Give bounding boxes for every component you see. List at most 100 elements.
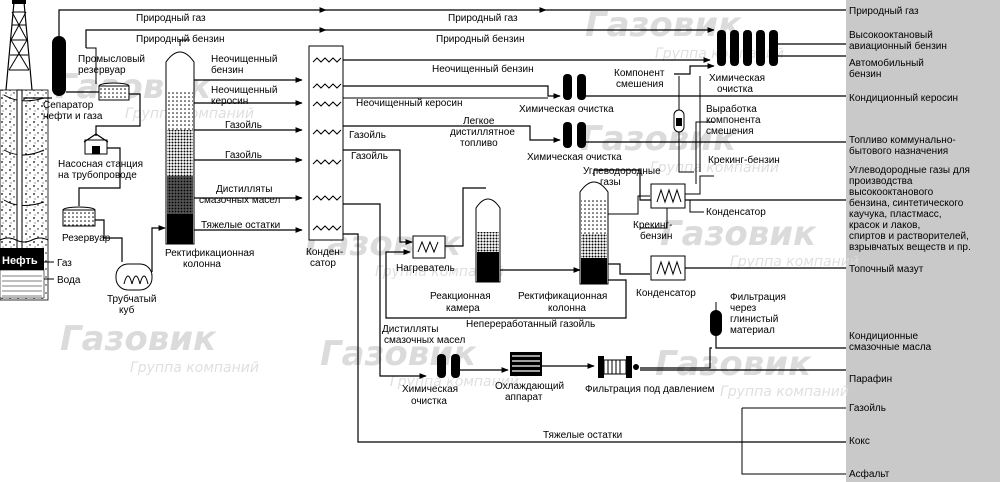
- product-aviation-gasoline-2: авиационный бензин: [849, 40, 947, 52]
- tube-still: [115, 263, 153, 291]
- cooler: [510, 352, 542, 376]
- product-hydrocarbon-gases-2: производства: [849, 176, 913, 187]
- product-fuel-oil: Топочный мазут: [849, 264, 924, 275]
- stream-lube-distillates-a-2: смазочных масел: [199, 195, 281, 206]
- product-hydrocarbon-gases-5: каучука, пластмасс,: [849, 209, 942, 220]
- blend-production-label-1: Выработка: [706, 103, 757, 115]
- product-asphalt: Асфальт: [849, 468, 890, 480]
- pump-station-label-1: Насосная станция: [58, 159, 143, 170]
- rectification-column: [165, 51, 195, 245]
- watermark-sub: Группа компаний: [375, 264, 504, 280]
- field-tank-label-1: Промысловый: [78, 54, 145, 65]
- chem-purification-2-label: Химическая очистка: [527, 152, 622, 163]
- product-motor-gasoline-1: Автомобильный: [849, 57, 924, 69]
- clay-filter-vessel: [710, 310, 722, 336]
- clay-filter-label-2: через: [730, 303, 757, 314]
- cooler-label-1: Охлаждающий: [495, 381, 564, 392]
- watermark-brand: Газовик: [580, 119, 737, 159]
- stream-lube-distillates-b-1: Дистилляты: [382, 324, 438, 335]
- separator-label-2: нефти и газа: [43, 110, 103, 122]
- watermark-sub: Группа компаний: [130, 360, 259, 376]
- pump-station-label-2: на трубопроводе: [58, 169, 137, 181]
- stream-lube-distillates-b-2: смазочных масел: [384, 335, 466, 346]
- main-condenser-label-2: сатор: [310, 258, 336, 269]
- stream-raw-gasoline-a-2: бензин: [211, 64, 243, 76]
- rectification-column-2: [579, 181, 609, 285]
- water-label: Вода: [57, 275, 81, 286]
- blend-production-label-2: компонента: [706, 115, 761, 126]
- product-kerosene: Кондиционный керосин: [849, 93, 958, 104]
- hydrocarbon-gases-label-2: газы: [600, 177, 621, 188]
- condenser-1-label: Конденсатор: [706, 207, 766, 218]
- stream-natural-gas-1: Природный газ: [136, 13, 206, 24]
- condenser-1: [650, 183, 686, 209]
- heater: [412, 235, 446, 259]
- product-hydrocarbon-gases-6: красок и лаков,: [849, 220, 920, 231]
- cooler-label-2: аппарат: [505, 392, 543, 403]
- product-hydrocarbon-gases-1: Углеводородные газы для: [849, 165, 970, 176]
- clay-filter-label-4: материал: [730, 325, 775, 336]
- product-household-fuel-1: Топливо коммунально-: [849, 135, 956, 146]
- stream-raw-kerosene-b: Неочищенный керосин: [356, 98, 462, 109]
- stream-light-distillate-2: дистиллятное: [450, 127, 515, 138]
- product-household-fuel-2: бытового назначения: [849, 145, 948, 157]
- stream-cracking-gasoline-a: Крекинг-бензин: [708, 154, 780, 166]
- reservoir-tank: [62, 206, 96, 227]
- watermark-brand: Газовик: [655, 344, 812, 384]
- oil-layer: [0, 248, 44, 270]
- blend-component-label-1: Компонент: [614, 68, 665, 79]
- stream-gasoil-d: Газойль: [351, 151, 388, 162]
- stream-unprocessed-gasoil: Непереработанный газойль: [466, 318, 595, 330]
- watermark-sub: Группа компаний: [730, 254, 859, 270]
- gas-label: Газ: [57, 258, 72, 269]
- stream-heavy-residue-b: Тяжелые остатки: [543, 430, 622, 441]
- stream-cracking-gasoline-b-2: бензин: [640, 230, 672, 242]
- chem-purification-top-label-2: очистка: [717, 84, 753, 95]
- product-coke: Кокс: [849, 436, 870, 447]
- stream-natural-gasoline-1: Природный бензин: [136, 33, 225, 45]
- rect-column-2-label-1: Ректификационная: [518, 290, 607, 302]
- pump-station: [83, 133, 109, 155]
- product-paraffin: Парафин: [849, 373, 892, 385]
- field-tank-label-2: резервуар: [78, 65, 126, 76]
- clay-filter-label-3: глинистый: [730, 314, 778, 325]
- stream-gasoil-a: Газойль: [225, 120, 262, 131]
- stream-natural-gasoline-2: Природный бензин: [436, 33, 525, 45]
- separator-vessel: [52, 36, 66, 96]
- stream-gasoil-c: Газойль: [349, 130, 386, 141]
- tube-still-label-1: Трубчатый: [107, 293, 156, 305]
- stream-raw-kerosene-a-2: керосин: [211, 96, 248, 107]
- stream-light-distillate-3: топливо: [460, 138, 498, 149]
- product-hydrocarbon-gases-7: спиртов и растворителей,: [849, 231, 969, 242]
- rect-column-2-label-2: колонна: [548, 303, 586, 314]
- reservoir-label: Резервуар: [62, 233, 111, 244]
- product-hydrocarbon-gases-3: высокооктанового: [849, 187, 934, 198]
- stream-raw-kerosene-a-1: Неочищенный: [211, 85, 277, 96]
- watermark-brand: Газовик: [585, 5, 742, 45]
- chem-purification-lube-label-1: Химическая: [402, 384, 458, 395]
- chem-purification-2: [563, 122, 586, 148]
- product-hydrocarbon-gases-4: бензина, синтетического: [849, 197, 964, 209]
- watermark-brand: Газовик: [320, 334, 477, 374]
- product-hydrocarbon-gases-8: взрывчатых веществ и пр.: [849, 242, 971, 253]
- reaction-chamber-label-1: Реакционная: [430, 291, 491, 302]
- oil-well: Нефть: [0, 0, 49, 301]
- main-condenser: [308, 45, 344, 241]
- clay-filter-label-1: Фильтрация: [730, 292, 786, 303]
- stream-lube-distillates-a-1: Дистилляты: [216, 184, 272, 195]
- condenser-2-label: Конденсатор: [636, 288, 696, 299]
- stream-light-distillate-1: Легкое: [463, 116, 495, 127]
- products-list: Природный газ Высокооктановый авиационны…: [849, 6, 971, 480]
- watermark-sub: Группа компаний: [720, 384, 849, 400]
- stream-gasoil-b: Газойль: [225, 150, 262, 161]
- tube-still-label-2: куб: [119, 304, 135, 316]
- watermark-brand: Газовик: [60, 319, 217, 359]
- chem-purification-lube: [437, 354, 460, 378]
- stream-natural-gas-2: Природный газ: [448, 13, 518, 24]
- watermark-brand: Газовик: [660, 214, 817, 254]
- rect-column-label-1: Ректификационная: [165, 247, 254, 259]
- stream-raw-gasoline-a-1: Неочищенный: [211, 54, 277, 65]
- reaction-chamber-label-2: камера: [446, 303, 480, 314]
- chem-purification-lube-label-2: очистка: [411, 396, 447, 407]
